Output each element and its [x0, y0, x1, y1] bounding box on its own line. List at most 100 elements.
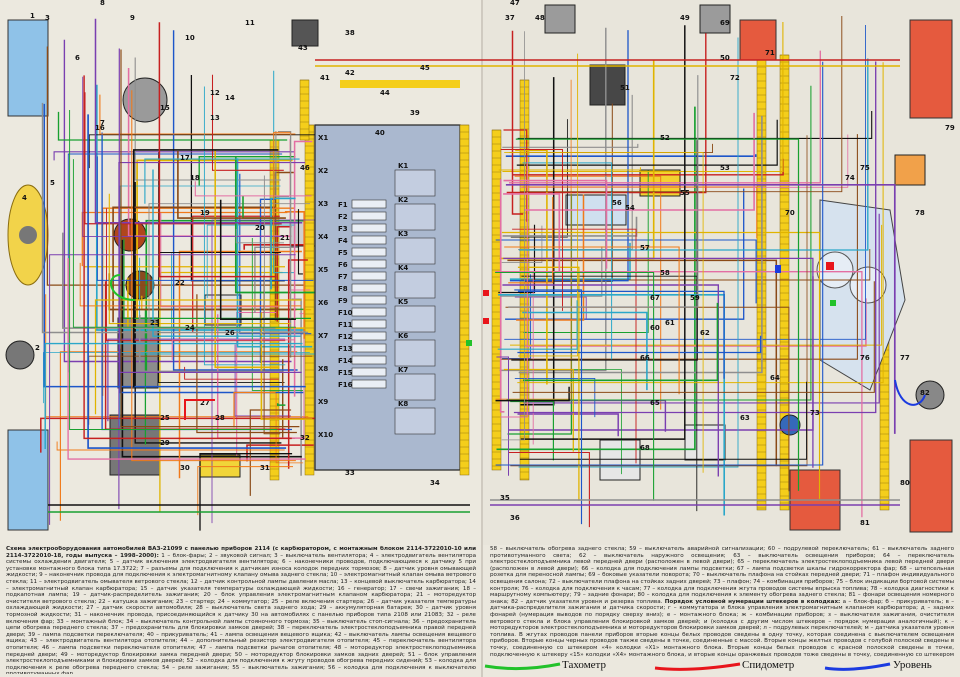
wire: [152, 169, 301, 337]
component-number: 52: [660, 134, 670, 142]
wire: [518, 115, 763, 374]
wire: [263, 175, 306, 333]
wire: [504, 246, 680, 395]
legend-level-label: Уровень: [893, 659, 932, 671]
fuel-level-sensor: [915, 380, 945, 410]
block-label: X6: [318, 299, 328, 307]
block-label: X3: [318, 200, 328, 208]
wire: [514, 289, 583, 525]
wire: [503, 257, 814, 468]
wire: [53, 151, 295, 161]
wire: [171, 339, 296, 360]
wire: [40, 417, 315, 453]
wire: [106, 208, 286, 342]
component-number: 6: [75, 54, 80, 62]
speedometer-dial: [816, 251, 854, 289]
component-number: 73: [810, 409, 820, 417]
component-number: 66: [640, 354, 650, 362]
component-number-labels: 1234567891011121314151617181920212223242…: [22, 0, 955, 527]
block-label: F15: [338, 369, 353, 377]
wire: [520, 25, 686, 440]
relay: [394, 169, 436, 197]
wire: [243, 243, 305, 250]
wire: [522, 186, 758, 239]
wire: [502, 22, 784, 173]
wire: [504, 25, 866, 340]
wire: [107, 338, 286, 422]
wire: [214, 149, 280, 369]
connector-strip: [779, 54, 790, 511]
block-label: K8: [398, 400, 408, 408]
wire: [121, 239, 302, 458]
component-number: 41: [320, 74, 330, 82]
rear-light-right-inner: [739, 19, 777, 61]
wire: [194, 181, 312, 197]
component-number: 24: [185, 324, 195, 332]
component-number: 76: [860, 354, 870, 362]
fuse: [351, 319, 387, 329]
mounting-block: [314, 124, 461, 471]
wire: [512, 281, 875, 393]
tach-signal-wire-left: [110, 274, 136, 301]
component-number: 49: [680, 14, 690, 22]
wire: [43, 103, 306, 388]
component-number: 67: [650, 294, 660, 302]
wire: [138, 314, 283, 373]
component-number: 42: [345, 69, 355, 77]
connector-strip: [299, 79, 310, 141]
component-number: 44: [380, 89, 390, 97]
wire: [503, 179, 608, 269]
headlight-left-top: [7, 19, 49, 117]
wire: [251, 238, 303, 391]
wire: [506, 33, 707, 194]
component-number: 70: [785, 209, 795, 217]
wire: [519, 381, 808, 460]
tachometer-dial: [849, 266, 887, 304]
component-number: 36: [510, 514, 520, 522]
connector-strip-top: [340, 80, 460, 88]
component-number: 19: [200, 209, 210, 217]
tach-pin-mark: [466, 340, 472, 346]
wire: [82, 76, 283, 238]
rear-light-right-top: [909, 19, 953, 119]
relay: [394, 305, 436, 333]
block-label: K5: [398, 298, 408, 306]
block-label: F8: [338, 285, 348, 293]
component-number: 75: [860, 164, 870, 172]
wire: [94, 299, 302, 415]
wire: [516, 119, 778, 166]
wire: [275, 131, 289, 198]
wire: [495, 79, 572, 400]
component-number: 38: [345, 29, 355, 37]
block-label: F13: [338, 345, 353, 353]
window-motor-front: [544, 4, 576, 34]
wire: [211, 219, 315, 524]
wire: [108, 193, 291, 325]
fan-hub: [19, 226, 37, 244]
wire: [236, 158, 313, 348]
component-number: 65: [650, 399, 660, 407]
block-label: K3: [398, 230, 408, 238]
wire: [99, 94, 296, 135]
wire: [44, 342, 303, 449]
wire: [144, 158, 300, 204]
wire: [57, 111, 288, 141]
component-number: 22: [175, 279, 185, 287]
wire: [133, 149, 279, 388]
wire: [495, 239, 757, 304]
wire: [502, 143, 639, 148]
connector-strip: [459, 124, 470, 476]
block-label: F2: [338, 213, 348, 221]
component-number: 77: [900, 354, 910, 362]
component-number: 1: [30, 12, 35, 20]
headlight-left-bottom: [7, 429, 49, 531]
wire: [501, 225, 543, 264]
block-label: X7: [318, 332, 328, 340]
wire: [519, 58, 869, 251]
caption-right-body1: 58 – выключатель обогрева заднего стекла…: [490, 546, 954, 605]
component-number: 28: [215, 414, 225, 422]
wire: [287, 259, 308, 469]
relay: [394, 237, 436, 265]
component-number: 9: [130, 14, 135, 22]
